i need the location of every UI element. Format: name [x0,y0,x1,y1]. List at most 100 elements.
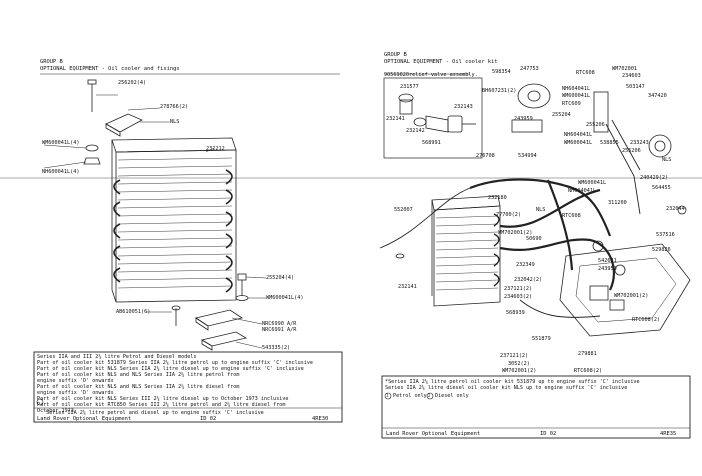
callout: AB610051(6) [116,309,151,315]
callout: 503147 [626,84,645,90]
callout: BH607231(2) [482,88,517,94]
callout: 231577 [400,84,419,90]
callout: NH604041L [568,188,597,194]
callout: 247753 [520,66,539,72]
callout: 232212 [206,146,225,152]
callout: 3052(2) [508,361,530,367]
callout: 232141 [398,284,417,290]
callout: NRC6991 A/R [262,327,297,333]
callout: 276708 [476,153,495,159]
callout: 256202(4) [118,80,147,86]
callout: WM600041L [562,93,591,99]
callout: NLS [170,119,180,125]
callout: 552007 [394,207,413,213]
right-note: Petrol only [393,393,427,399]
left-note: Part of oil cooler kit NLS Series IIA 2¼… [37,366,304,372]
callout: 255204 [552,112,571,118]
callout: RTC608 [576,70,595,76]
callout: 243959 [598,266,617,272]
callout: 568939 [506,310,525,316]
callout: WM702001(2) [502,368,537,374]
left-note: Series IIA and III 2¼ litre Petrol and D… [37,354,197,360]
callout: RTC609 [562,101,581,107]
callout: WM702001(2) [498,230,533,236]
right-note: Series IIA 2¼ litre diesel oil cooler ki… [385,385,628,391]
filter-adaptor [511,83,687,215]
left-note: Part of oil cooler kit NLS and NLS Serie… [37,372,240,378]
callout: 551879 [532,336,551,342]
right-footer-code: 4RE35 [660,431,677,437]
left-footnote: Series IIA 2¼ litre petrol and diesel up… [46,410,264,416]
callout: 237121(2) [500,353,529,359]
callout: RTC608(2) [632,317,661,323]
left-note: engine suffix 'D' onwards [37,390,114,396]
right-note-marker: 1 [386,393,389,398]
right-note: Diesel only [435,393,469,399]
engine-sump [559,243,691,337]
callout: WM600041L(4) [42,140,80,146]
callout: 243959 [514,116,533,122]
callout: 232042(2) [514,277,543,283]
callout: WM600041L(4) [266,295,304,301]
callout: 232141 [386,116,405,122]
callout: 278766(2) [160,104,189,110]
oil-cooler-left [111,137,237,303]
callout: 50690 [526,236,542,242]
callout: 232044 [666,206,685,212]
callout: 233243 [630,140,649,146]
left-note: Part of oil cooler kit 531879 Series IIA… [37,360,314,366]
right-footer-page: ID 02 [540,431,557,437]
callout: 279881 [578,351,597,357]
callout: 237121(2) [504,286,533,292]
right-group-label: GROUP B [384,52,407,58]
left-footer-page: ID 02 [200,416,217,422]
right-subtitle: 90569020relief valve assembly. [384,72,478,78]
callout: NH600041L(4) [42,169,80,175]
washer-nut-left [43,144,101,169]
callout: NH604041L [564,132,593,138]
callout: 311200 [608,200,627,206]
callout: WM600041L [578,180,607,186]
bolt-top [87,79,118,112]
callout: WM702001(2) [614,293,649,299]
left-note: Part of oil cooler kit RTC850 Series III… [37,402,286,408]
callout: 255204(4) [266,275,295,281]
callout: 77700(2) [496,212,521,218]
left-footer-title: Land Rover Optional Equipment [37,416,132,422]
callout: NH604041L [562,86,591,92]
callout: 234603 [622,73,641,79]
callout: RTC608 [562,213,581,219]
callout: 542631 [598,258,617,264]
oil-hoses [469,178,615,291]
bracket-plate-top [105,107,170,137]
callout: 240429(2) [640,175,669,181]
callout: 529826 [652,247,671,253]
right-page-title: OPTIONAL EQUIPMENT - Oil cooler kit [384,59,498,65]
left-note: Part of oil cooler kit NLS Series III 2¼… [37,396,289,402]
oil-cooler-right [431,195,501,307]
callout: WM600041L [564,140,593,146]
callout: 232142 [406,128,425,134]
callout: 568991 [422,140,441,146]
callout: 347420 [648,93,667,99]
callout: 538855 [600,140,619,146]
callout: 232180 [488,195,507,201]
left-note: engine suffix 'D' onwards [37,378,114,384]
right-note: *Series IIA 2¼ litre petrol oil cooler k… [385,379,640,385]
left-note: Part of oil cooler kit NLS and NLS Serie… [37,384,240,390]
right-footer-title: Land Rover Optional Equipment [386,431,481,437]
callout: NLS [536,207,546,213]
callout: 232143 [454,104,473,110]
callout: 537516 [656,232,675,238]
callout: NRC6990 A/R [262,321,297,327]
callout: 564455 [652,185,671,191]
left-group-label: GROUP B [40,59,63,65]
callout: NLS [662,157,672,163]
right-note-marker: 2 [428,393,431,398]
callout: 234603(2) [504,294,533,300]
left-note: October 1973 [37,408,74,414]
callout: 598354 [492,69,511,75]
callout: 534994 [518,153,537,159]
callout: 543335(2) [262,345,291,351]
